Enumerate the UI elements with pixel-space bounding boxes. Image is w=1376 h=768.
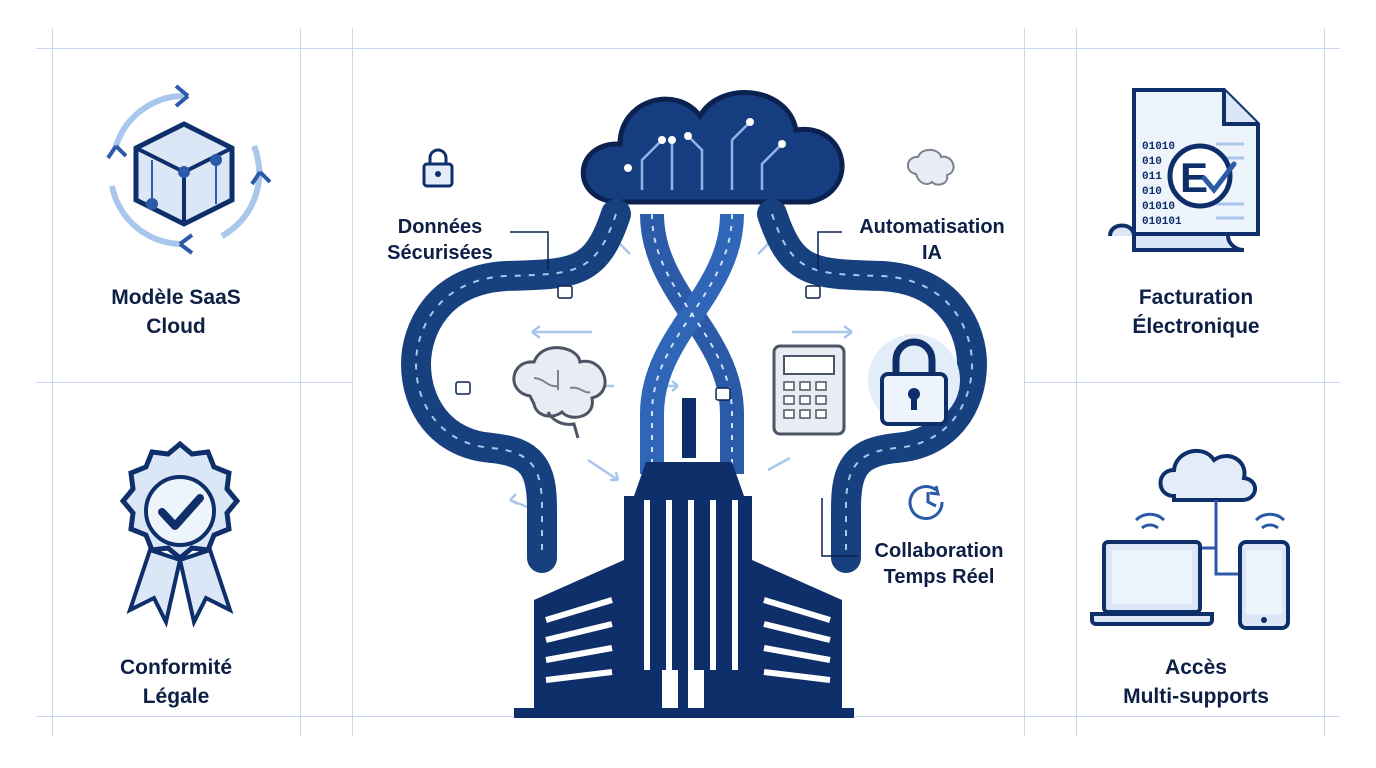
binary-line: 010 — [1142, 156, 1162, 168]
binary-line: 01010 — [1142, 141, 1176, 153]
access-label-line2: Multi-supports — [1123, 685, 1269, 708]
secure-data-line1: Données — [397, 216, 483, 238]
calculator-icon — [772, 344, 846, 436]
small-brain-icon — [907, 148, 955, 186]
secure-data-line2: Sécurisées — [387, 242, 493, 264]
ai-automation-line2: IA — [922, 242, 942, 264]
lock-icon — [422, 148, 454, 188]
ai-automation-line1: Automatisation — [859, 216, 1005, 238]
invoice-lines — [1216, 142, 1244, 220]
binary-line: 01010 — [1142, 201, 1176, 213]
saas-label-line1: Modèle SaaS — [111, 286, 241, 309]
access-label-line1: Accès — [1165, 656, 1227, 679]
grid-line — [1024, 382, 1340, 383]
padlock-glow-icon — [880, 338, 948, 426]
compliance-badge-icon — [110, 440, 250, 630]
compliance-label-line1: Conformité — [120, 656, 232, 679]
brain-icon — [512, 346, 607, 439]
e-invoice-document-icon: E — [1104, 86, 1264, 256]
grid-line — [36, 48, 1340, 49]
building-icon — [514, 398, 854, 718]
clock-refresh-icon — [908, 485, 944, 520]
binary-code-text: 01010 010 011 010 01010 010101 — [1142, 140, 1202, 230]
collaboration-label: Collaboration Temps Réel — [858, 538, 1020, 590]
saas-label-line2: Cloud — [146, 315, 206, 338]
multi-device-label: Accès Multi-supports — [1096, 653, 1296, 711]
collaboration-line2: Temps Réel — [883, 566, 995, 588]
binary-line: 010 — [1142, 186, 1162, 198]
invoicing-label-line1: Facturation — [1138, 286, 1254, 309]
grid-line — [36, 382, 352, 383]
grid-line — [352, 28, 353, 736]
saas-cloud-label: Modèle SaaS Cloud — [76, 283, 276, 341]
binary-line: 011 — [1142, 171, 1162, 183]
invoicing-label-line2: Électronique — [1132, 315, 1260, 338]
ai-automation-label: Automatisation IA — [842, 214, 1022, 266]
collaboration-line1: Collaboration — [874, 540, 1004, 562]
saas-cloud-cube-icon — [92, 76, 276, 260]
compliance-label-line2: Légale — [142, 685, 210, 708]
compliance-label: Conformité Légale — [76, 653, 276, 711]
multi-device-icon — [1088, 438, 1298, 634]
central-cloud-building-illustration — [352, 60, 1024, 720]
e-invoicing-label: Facturation Électronique — [1096, 283, 1296, 341]
secure-data-label: Données Sécurisées — [372, 214, 508, 266]
binary-line: 010101 — [1142, 216, 1182, 228]
